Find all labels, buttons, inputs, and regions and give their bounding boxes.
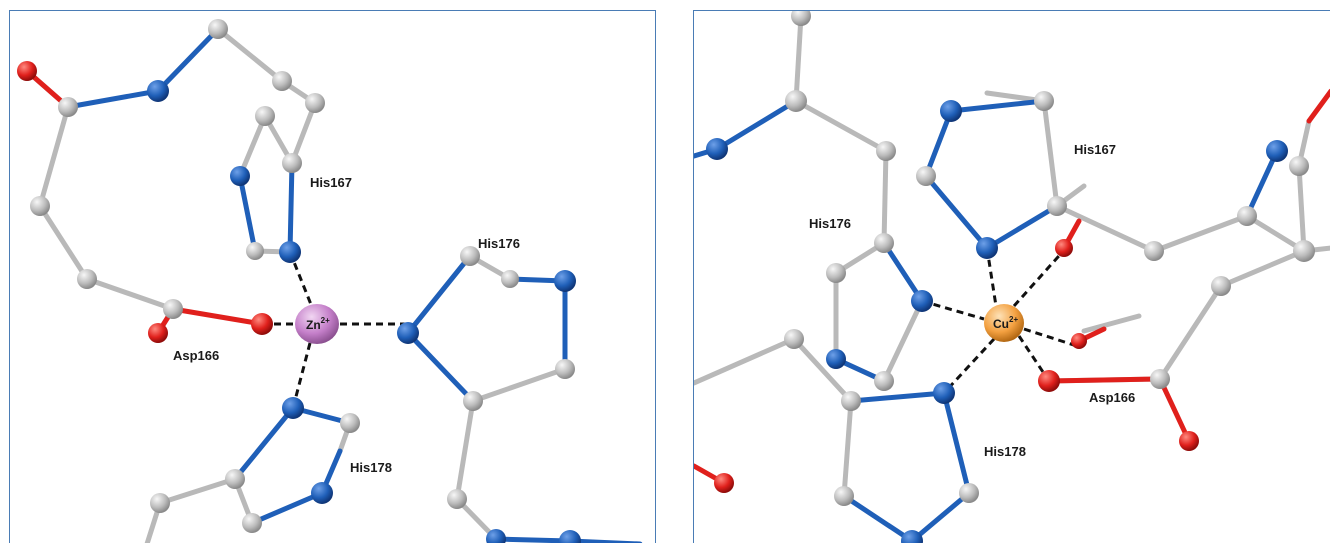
nitrogen-bonds [694, 98, 1280, 543]
carbon-bonds [24, 26, 568, 543]
label-his167: His167 [1074, 142, 1116, 157]
label-his178: His178 [984, 444, 1026, 459]
atoms [706, 11, 1315, 543]
carbon-bonds [694, 13, 1330, 499]
atoms [17, 19, 581, 543]
label-his176: His176 [809, 216, 851, 231]
label-his176: His176 [478, 236, 520, 251]
label-his178: His178 [350, 460, 392, 475]
copper-ion-label: Cu2+ [993, 315, 1018, 331]
coordination-bonds [262, 251, 408, 409]
label-asp166: Asp166 [1089, 390, 1135, 405]
label-his167: His167 [310, 175, 352, 190]
zinc-ion: Zn2+ [295, 304, 339, 344]
label-asp166: Asp166 [173, 348, 219, 363]
copper-ion: Cu2+ [984, 304, 1024, 342]
zinc-ion-label: Zn2+ [306, 316, 330, 332]
oxygen-bonds [694, 88, 1330, 486]
zinc-site-structure: Zn2+ His167 His176 Asp166 His178 [17, 19, 643, 543]
coordination-bonds [921, 246, 1078, 395]
copper-site-structure: Cu2+ His167 His176 Asp166 His178 [694, 11, 1330, 543]
zinc-site-panel: Zn2+ His167 His176 Asp166 His178 [9, 10, 656, 543]
copper-site-panel: Cu2+ His167 His176 Asp166 His178 [693, 10, 1330, 543]
